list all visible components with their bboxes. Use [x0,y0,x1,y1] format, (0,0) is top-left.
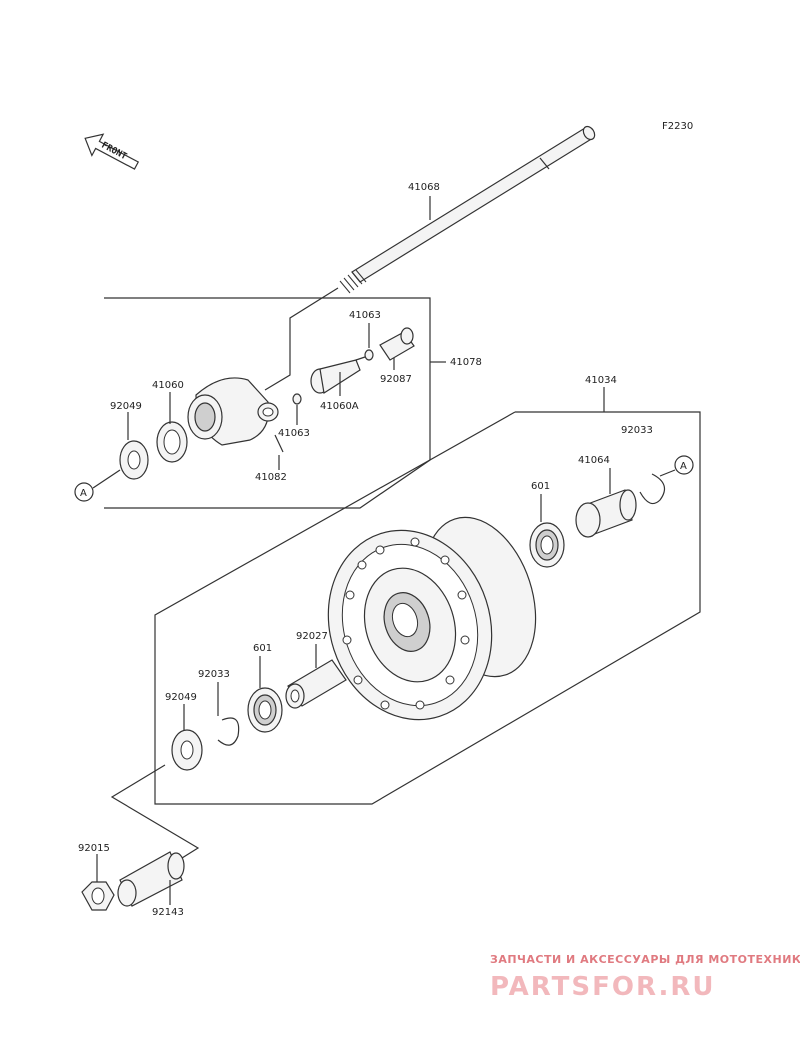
diagram-code: F2230 [662,121,693,132]
label-92049-bottom: 92049 [165,692,197,703]
ref-a-left: A [80,488,87,499]
pin-41082 [274,434,284,453]
label-92033-left: 92033 [198,669,230,680]
ref-circle-a-right [674,455,694,475]
label-601-left: 601 [253,643,272,654]
watermark-tagline: ЗАПЧАСТИ И АКСЕССУАРЫ ДЛЯ МОТОТЕХНИКИ [490,953,800,966]
spacer-92027 [285,659,347,709]
front-arrow-icon: FRONT [84,133,140,170]
label-41068: 41068 [408,182,440,193]
label-92015: 92015 [78,843,110,854]
label-41034: 41034 [585,375,617,386]
circlip-92033-left [217,717,240,746]
ref-circle-a-left [74,482,94,502]
front-label: FRONT [100,141,129,163]
seal-92049-top [119,440,149,480]
label-41078: 41078 [450,357,482,368]
label-92143: 92143 [152,907,184,918]
bearing-601-left [247,687,283,733]
label-41082: 41082 [255,472,287,483]
washer-41063-top [364,349,374,361]
seal-92049-bottom [171,729,203,771]
bushing-92087 [379,327,415,361]
label-92087: 92087 [380,374,412,385]
label-41063-top: 41063 [349,310,381,321]
gear-ring-41060 [156,421,188,463]
label-92027: 92027 [296,631,328,642]
label-601-right: 601 [531,481,550,492]
circlip-92033-right [639,473,666,505]
label-41060A: 41060A [320,401,359,412]
bearing-601-right [529,522,565,568]
label-41060: 41060 [152,380,184,391]
collar-92143 [117,851,185,907]
axle-41068 [339,125,596,294]
label-92049-top: 92049 [110,401,142,412]
collar-41064 [575,489,637,538]
label-92033-right: 92033 [621,425,653,436]
ref-a-right: A [680,461,687,472]
watermark-brand: PARTSFOR.RU [490,972,715,1002]
washer-41063-mid [292,393,302,405]
label-41064: 41064 [578,455,610,466]
wheel-hub [327,516,537,721]
label-41063-mid: 41063 [278,428,310,439]
nut-92015 [81,881,115,911]
speedo-gear-housing [187,377,279,446]
group-frame-41034 [154,411,701,805]
